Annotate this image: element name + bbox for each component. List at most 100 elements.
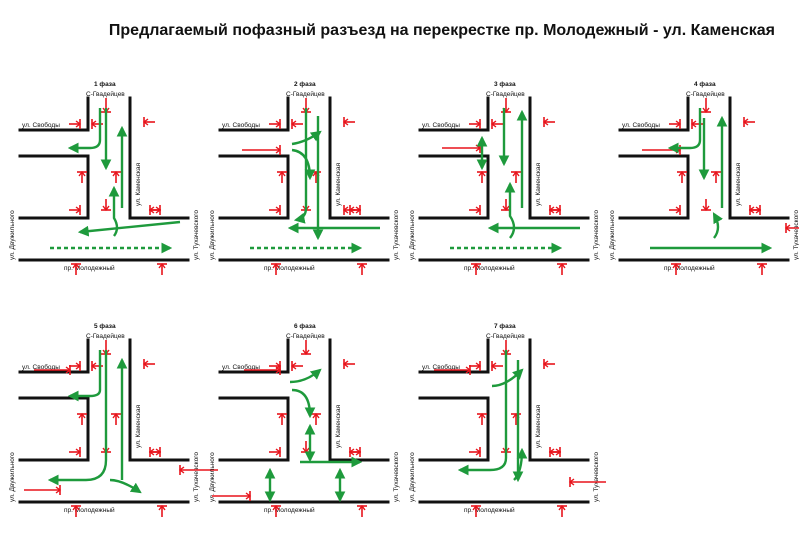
street-label-kamenskaya: ул. Каменская <box>135 163 142 206</box>
phase-label: 2 фаза <box>294 81 316 88</box>
road-edge <box>418 396 490 462</box>
pedestrian-stop-marker <box>342 359 355 369</box>
pedestrian-stop-marker <box>549 205 562 215</box>
road-edge <box>18 338 90 374</box>
pedestrian-stop-marker <box>490 119 503 129</box>
vehicle-movement-arrow <box>513 447 528 481</box>
pedestrian-stop-marker <box>157 262 167 275</box>
street-label-svobody: ул. Свободы <box>222 363 260 371</box>
street-label-molodezhny: пр. Молодежный <box>64 264 115 272</box>
pedestrian-stop-marker <box>90 119 103 129</box>
street-label-kamenskaya: ул. Каменская <box>735 163 742 206</box>
pedestrian-stop-marker <box>568 477 606 487</box>
pedestrian-stop-marker <box>669 205 682 215</box>
pedestrian-stop-marker <box>24 485 62 495</box>
vehicle-movement-arrow <box>667 108 702 154</box>
street-label-svobody: ул. Свободы <box>422 121 460 129</box>
pedestrian-stop-marker <box>34 365 72 375</box>
street-label-tukhachevskogo: ул. Тухачевского <box>593 452 600 502</box>
street-label-kamenskaya: ул. Каменская <box>335 163 342 206</box>
pedestrian-stop-marker <box>469 447 482 457</box>
road-edge <box>528 96 590 220</box>
pedestrian-stop-marker <box>277 412 287 425</box>
pedestrian-stop-marker <box>244 365 282 375</box>
pedestrian-stop-marker <box>669 119 682 129</box>
pedestrian-stop-marker <box>269 447 282 457</box>
street-label-gvadeytsev: С-Гвадейцев <box>486 90 525 98</box>
road-edge <box>418 338 490 374</box>
pedestrian-stop-marker <box>71 262 81 275</box>
street-label-kamenskaya: ул. Каменская <box>535 405 542 448</box>
road-edge <box>128 338 190 462</box>
pedestrian-stop-marker <box>69 119 82 129</box>
pedestrian-stop-marker <box>690 119 703 129</box>
pedestrian-stop-marker <box>542 359 555 369</box>
pedestrian-stop-marker <box>142 117 155 127</box>
street-label-dvuzhilnogo: ул. Двужильного <box>9 210 16 260</box>
pedestrian-stop-marker <box>149 205 162 215</box>
pedestrian-stop-marker <box>311 412 321 425</box>
pedestrian-stop-marker <box>477 170 487 183</box>
street-label-molodezhny: пр. Молодежный <box>64 506 115 514</box>
vehicle-movement-arrow <box>289 368 322 384</box>
street-label-tukhachevskogo: ул. Тухачевского <box>193 210 200 260</box>
street-label-svobody: ул. Свободы <box>622 121 660 129</box>
road-edge <box>18 396 90 462</box>
street-label-dvuzhilnogo: ул. Двужильного <box>209 452 216 502</box>
road-edge <box>18 96 90 132</box>
pedestrian-stop-marker <box>157 504 167 517</box>
street-label-dvuzhilnogo: ул. Двужильного <box>209 210 216 260</box>
vehicle-movement-arrow <box>712 212 723 239</box>
pedestrian-stop-marker <box>90 361 103 371</box>
pedestrian-stop-marker <box>671 262 681 275</box>
vehicle-movement-arrow <box>67 350 102 402</box>
pedestrian-stop-marker <box>549 447 562 457</box>
street-label-kamenskaya: ул. Каменская <box>535 163 542 206</box>
pedestrian-stop-marker <box>77 412 87 425</box>
pedestrian-stop-marker <box>501 98 511 114</box>
road-edge <box>618 154 690 220</box>
street-label-molodezhny: пр. Молодежный <box>464 264 515 272</box>
pedestrian-stop-marker <box>69 361 82 371</box>
phase-label: 4 фаза <box>694 81 716 88</box>
pedestrian-stop-marker <box>511 170 521 183</box>
pedestrian-stop-marker <box>469 361 482 371</box>
pedestrian-stop-marker <box>471 504 481 517</box>
pedestrian-stop-marker <box>242 145 282 155</box>
pedestrian-stop-marker <box>711 170 721 183</box>
pedestrian-stop-marker <box>269 205 282 215</box>
pedestrian-stop-marker <box>357 504 367 517</box>
pedestrian-stop-marker <box>434 365 472 375</box>
pedestrian-stop-marker <box>757 262 767 275</box>
road-edge <box>418 154 490 220</box>
phase-label: 6 фаза <box>294 323 316 330</box>
street-label-svobody: ул. Свободы <box>222 121 260 129</box>
vehicle-movement-arrow <box>504 181 516 239</box>
street-label-molodezhny: пр. Молодежный <box>264 264 315 272</box>
pedestrian-stop-marker <box>342 117 355 127</box>
pedestrian-stop-marker <box>111 170 121 183</box>
vehicle-movement-arrow <box>291 148 316 181</box>
pedestrian-stop-marker <box>77 170 87 183</box>
pedestrian-stop-marker <box>69 205 82 215</box>
vehicle-movement-arrow <box>108 185 120 237</box>
street-label-tukhachevskogo: ул. Тухачевского <box>393 452 400 502</box>
pedestrian-stop-marker <box>557 262 567 275</box>
pedestrian-stop-marker <box>511 412 521 425</box>
pedestrian-stop-marker <box>701 98 711 114</box>
pedestrian-stop-marker <box>557 504 567 517</box>
pedestrian-stop-marker <box>784 223 799 233</box>
pedestrian-stop-marker <box>677 170 687 183</box>
street-label-svobody: ул. Свободы <box>422 363 460 371</box>
street-label-tukhachevskogo: ул. Тухачевского <box>393 210 400 260</box>
road-edge <box>218 338 290 374</box>
phase-label: 5 фаза <box>94 323 116 330</box>
street-label-tukhachevskogo: ул. Тухачевского <box>193 452 200 502</box>
street-label-dvuzhilnogo: ул. Двужильного <box>409 452 416 502</box>
pedestrian-stop-marker <box>357 262 367 275</box>
pedestrian-stop-marker <box>290 361 303 371</box>
